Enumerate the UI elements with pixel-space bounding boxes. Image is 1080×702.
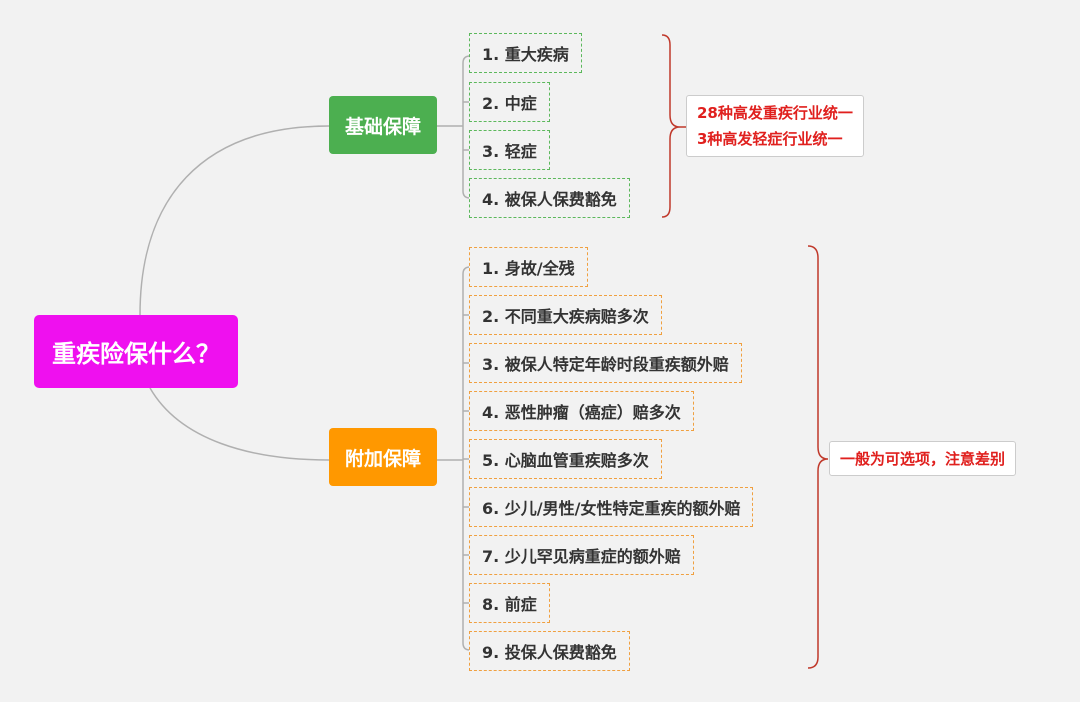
basic-note: 28种高发重疾行业统一 3种高发轻症行业统一: [686, 95, 864, 157]
basic-item-2: 2. 中症: [469, 82, 550, 122]
addon-note: 一般为可选项，注意差别: [829, 441, 1017, 476]
addon-item-6: 6. 少儿/男性/女性特定重疾的额外赔: [469, 487, 754, 527]
basic-item-4: 4. 被保人保费豁免: [469, 178, 630, 218]
basic-item-3: 3. 轻症: [469, 130, 550, 170]
root-node: 重疾险保什么？: [34, 315, 238, 388]
basic-note-line-2: 3种高发轻症行业统一: [697, 130, 843, 148]
connector-root-basic: [139, 125, 330, 316]
brace-basic: [661, 34, 681, 218]
connector-root-addon: [149, 387, 330, 461]
addon-item-3: 3. 被保人特定年龄时段重疾额外赔: [469, 343, 742, 383]
addon-item-1: 1. 身故/全残: [469, 247, 588, 287]
addon-item-5: 5. 心脑血管重疾赔多次: [469, 439, 662, 479]
addon-item-7: 7. 少儿罕见病重症的额外赔: [469, 535, 694, 575]
basic-note-line-1: 28种高发重疾行业统一: [697, 104, 853, 122]
category-basic-coverage: 基础保障: [329, 96, 437, 154]
connector-addon-tree: [462, 266, 471, 651]
basic-item-1: 1. 重大疾病: [469, 33, 582, 73]
addon-item-4: 4. 恶性肿瘤（癌症）赔多次: [469, 391, 694, 431]
brace-addon: [807, 245, 829, 669]
category-addon-coverage: 附加保障: [329, 428, 437, 486]
addon-item-2: 2. 不同重大疾病赔多次: [469, 295, 662, 335]
connector-basic-tree: [462, 55, 471, 199]
addon-item-8: 8. 前症: [469, 583, 550, 623]
addon-note-line-1: 一般为可选项，注意差别: [840, 449, 1006, 468]
addon-item-9: 9. 投保人保费豁免: [469, 631, 630, 671]
